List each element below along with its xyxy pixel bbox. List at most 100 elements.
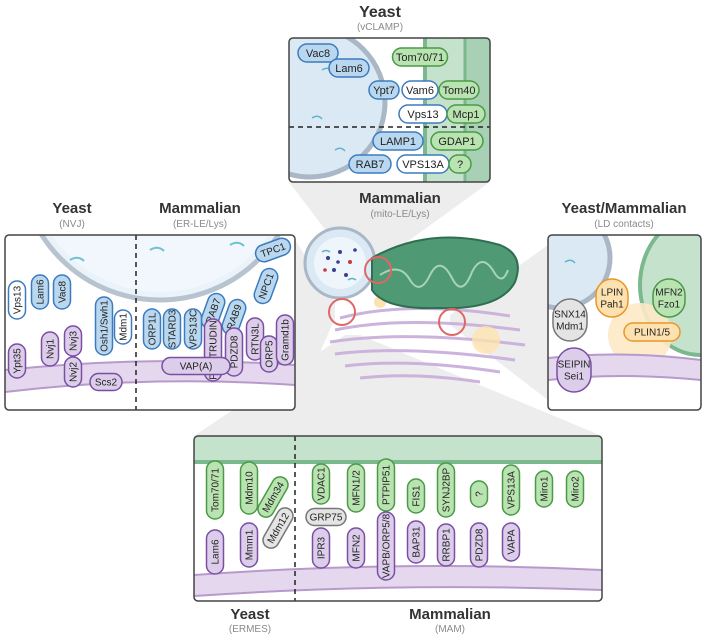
protein-pill-shape (275, 314, 295, 366)
protein-pill-vclamp-lam6: Lam6 (328, 58, 370, 78)
protein-label: MFN1/2 (352, 470, 363, 506)
protein-pill-shape (239, 461, 259, 515)
protein-pill-erlelys-rab9: RAB9 (221, 298, 247, 336)
protein-label: Tom70/71 (396, 52, 444, 64)
protein-pill-mam-vps13a: VPS13A (501, 464, 521, 516)
protein-pill-shape (63, 325, 83, 357)
protein-pill-ermes-tom70-71: Tom70/71 (205, 460, 225, 520)
protein-pill-vclamp-vps13: Vps13 (398, 104, 448, 124)
protein-pill-shape (501, 522, 521, 562)
protein-label: VDAC1 (317, 467, 328, 501)
protein-pill-vclamp-tom40: Tom40 (438, 80, 480, 100)
protein-pill-shape (297, 43, 339, 63)
protein-pill-shape (161, 356, 231, 376)
protein-pill-mam-: ? (469, 480, 489, 508)
central-mitochondrion (371, 236, 519, 310)
protein-pill-erlelys-vap-a: VAP(A) (161, 356, 231, 376)
protein-label: PDZD8 (475, 528, 486, 561)
protein-label: VPS13C (189, 310, 200, 348)
protein-label: ? (475, 491, 486, 497)
protein-pill-shape (183, 308, 203, 350)
protein-pill-nvj-vps13: Vps13 (7, 280, 27, 320)
protein-label: Vac8 (306, 48, 330, 60)
protein-pill-mam-ipr3: IPR3 (311, 527, 331, 569)
right-title: Yeast/Mammalian (561, 200, 686, 217)
left-yeast-title: Yeast (52, 200, 91, 217)
center-title: Mammalian (359, 190, 441, 207)
protein-pill-shape (368, 80, 400, 100)
bottom-mammal-subtitle: (MAM) (435, 624, 465, 635)
protein-label: Mmm1 (245, 529, 256, 560)
protein-pill-shape (253, 267, 279, 305)
protein-pill-shape (401, 80, 439, 100)
left-mammal-subtitle: (ER-LE/Lys) (173, 219, 227, 230)
protein-label: SNX14 (554, 310, 586, 321)
protein-label: IPR3 (317, 536, 328, 559)
protein-label: VAPA (507, 529, 518, 555)
protein-pill-shape (162, 308, 182, 350)
protein-pill-erlelys-orp5: ORP5 (259, 335, 279, 373)
protein-pill-erlelys-stard3: STARD3 (162, 308, 182, 350)
contact-highlight-circles (328, 256, 466, 336)
protein-pill-ermes-mmm1: Mmm1 (239, 522, 259, 568)
protein-pill-shape (113, 309, 133, 345)
protein-pill-shape (52, 274, 72, 310)
protein-pill-shape (623, 322, 681, 342)
protein-pill-mam-vapb-orp5-8: VAPB/ORP5/8 (376, 511, 396, 581)
protein-pill-vclamp-tom70-71: Tom70/71 (391, 47, 449, 67)
protein-label: Nvj1 (46, 339, 57, 359)
protein-pill-vclamp-vam6: Vam6 (401, 80, 439, 100)
protein-pill-erlelys-orp1l: ORP1L (142, 308, 162, 350)
protein-pill-mam-rrbp1: RRBP1 (436, 523, 456, 567)
protein-pill-shape (372, 131, 424, 151)
protein-pill-nvj-vac8: Vac8 (52, 274, 72, 310)
protein-label: VPS13A (402, 159, 444, 171)
protein-label: RTN3L (251, 323, 262, 355)
central-lysosome (303, 226, 377, 300)
protein-label: Osh1/Swh1 (100, 300, 111, 352)
protein-label: GDAP1 (438, 136, 475, 148)
protein-label: VAP(A) (180, 362, 213, 373)
protein-pill-shape (436, 523, 456, 567)
protein-label: MFN2 (655, 288, 683, 299)
protein-pill-shape (565, 470, 585, 508)
protein-pill-shape (305, 507, 347, 527)
panel-border (4, 234, 296, 411)
protein-label: Mdm1 (119, 313, 130, 341)
protein-pill-shape (391, 47, 449, 67)
protein-pill-shape (311, 527, 331, 569)
protein-pill-shape (438, 80, 480, 100)
protein-label: Fzo1 (658, 300, 681, 311)
protein-pill-mam-mfn1-2: MFN1/2 (346, 463, 366, 513)
protein-pill-shape (205, 460, 225, 520)
protein-pill-vclamp-gdap1: GDAP1 (430, 131, 484, 151)
protein-pill-shape (142, 308, 162, 350)
protein-label: ? (457, 159, 463, 171)
protein-pill-shape (446, 104, 486, 124)
protein-label: Vps13 (13, 285, 24, 314)
protein-pill-nvj-osh1-swh1: Osh1/Swh1 (94, 296, 114, 356)
protein-pill-mam-grp75: GRP75 (305, 507, 347, 527)
left-mammal-title: Mammalian (159, 200, 241, 217)
left-yeast-subtitle: (NVJ) (59, 219, 85, 230)
bottom-yeast-title: Yeast (230, 606, 269, 623)
protein-label: Scs2 (95, 378, 118, 389)
protein-label: PDZD8 (230, 335, 241, 368)
protein-label: Tom40 (442, 85, 475, 97)
protein-pill-nvj-ypt35: Ypt35 (7, 343, 27, 379)
protein-pill-mam-miro1: Miro1 (534, 470, 554, 508)
protein-label: FIS1 (412, 485, 423, 507)
headers: Yeast (vCLAMP) Mammalian (mito-LE/Lys) Y… (52, 4, 686, 635)
protein-label: LPIN (601, 288, 623, 299)
protein-pill-shape (30, 274, 50, 310)
panel-border (288, 37, 491, 183)
protein-pill-shape (376, 458, 396, 512)
central-cell-illustration (303, 226, 526, 384)
protein-pill-shape (89, 372, 123, 392)
protein-pill-vclamp-: ? (448, 154, 472, 174)
protein-pill-shape (469, 522, 489, 568)
protein-label: LAMP1 (380, 136, 416, 148)
protein-label: PROTRUDIN (209, 320, 220, 379)
